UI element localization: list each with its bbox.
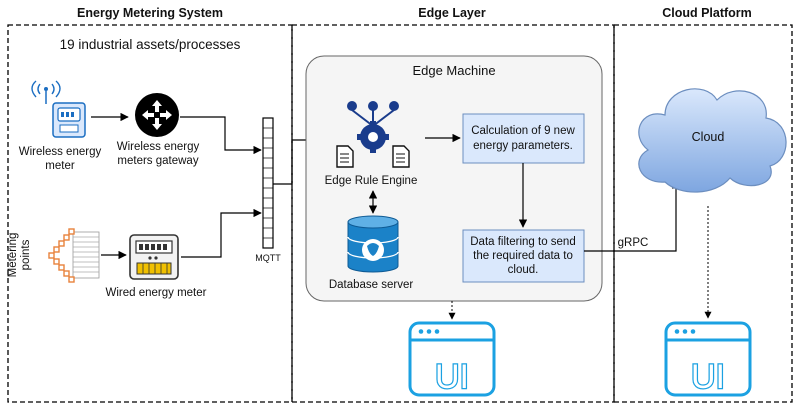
database-icon — [347, 215, 399, 273]
cloud-label: Cloud — [692, 130, 725, 144]
edge-ui-window-icon — [408, 321, 496, 397]
wired-meter-icon — [129, 234, 179, 280]
section-cloud-platform: Cloud Platform — [662, 6, 752, 20]
gateway-label-1: Wireless energy — [117, 141, 200, 153]
assets-label: 19 industrial assets/processes — [60, 37, 241, 52]
rule-engine-label: Edge Rule Engine — [325, 175, 418, 187]
edge-ui-label: UI — [435, 358, 469, 396]
wired-meter-to-bus-arrow — [181, 208, 262, 258]
cloud-ui-label: UI — [691, 358, 725, 396]
cloud-shape — [638, 88, 787, 193]
calc-box-line-1: Calculation of 9 new — [471, 125, 575, 137]
metering-points-icon — [48, 228, 100, 283]
gateway-router-icon — [135, 93, 179, 137]
metering-points-label-1: Metering — [7, 233, 19, 278]
grpc-label: gRPC — [618, 237, 649, 249]
mqtt-label: MQTT — [255, 253, 281, 263]
edge-layer-frame — [291, 24, 615, 403]
filter-box — [462, 229, 585, 283]
wired-meter-label: Wired energy meter — [106, 287, 207, 299]
metering-points-label-2: points — [20, 239, 32, 270]
cloud-platform-frame — [613, 24, 793, 403]
filter-box-line-1: Data filtering to send — [470, 236, 575, 248]
cloud-ui-window-icon — [664, 321, 752, 397]
filter-to-cloud-arrow — [584, 180, 681, 252]
rule-engine-icon — [336, 101, 410, 168]
edge-machine-title: Edge Machine — [412, 63, 495, 78]
section-energy-metering: Energy Metering System — [77, 6, 223, 20]
calc-box-line-2: energy parameters. — [473, 140, 573, 152]
mqtt-bus — [262, 117, 274, 249]
section-edge-layer: Edge Layer — [418, 6, 486, 20]
calculation-box — [462, 113, 585, 164]
wireless-meter-icon — [31, 80, 86, 138]
filter-box-line-2: the required data to — [473, 250, 573, 262]
wireless-meter-label-2: meter — [45, 160, 75, 172]
gateway-label-2: meters gateway — [117, 155, 198, 167]
gateway-to-bus-arrow — [180, 116, 262, 155]
filter-box-line-3: cloud. — [508, 264, 539, 276]
wireless-meter-label-1: Wireless energy — [19, 146, 102, 158]
database-label: Database server — [329, 279, 414, 291]
